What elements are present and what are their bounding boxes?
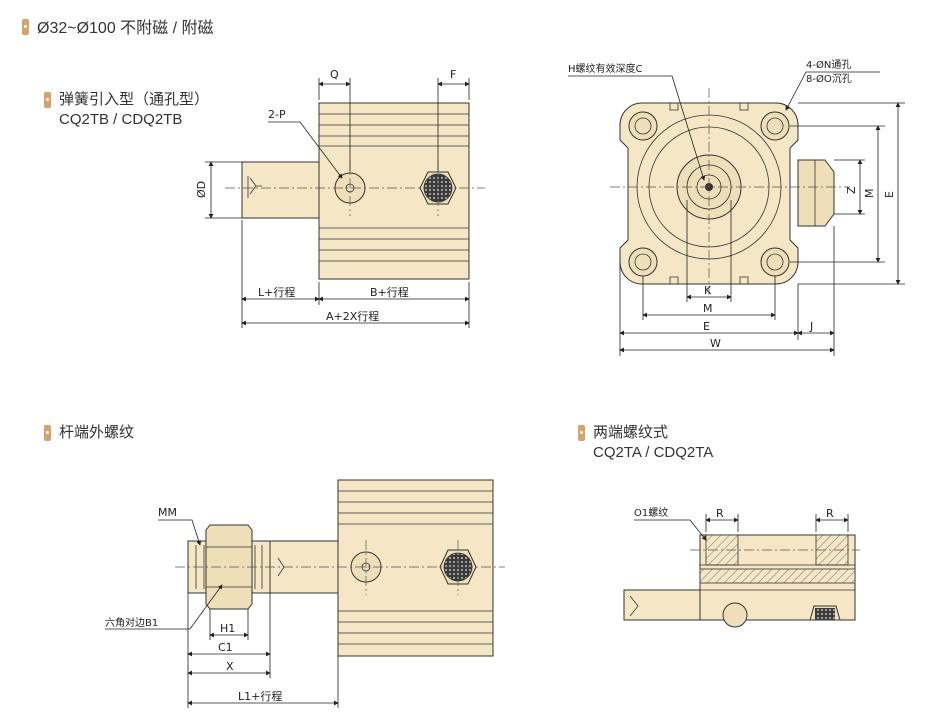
section-marker-icon: [44, 425, 51, 441]
dim-r-left: R: [716, 507, 724, 520]
section-both-thread-subtitle: CQ2TA / CDQ2TA: [593, 444, 714, 461]
dim-e-vertical: E: [883, 191, 896, 198]
section-marker-icon: [22, 19, 29, 35]
side-view-rod-thread: MM 六角对边B1 H1 C1 X L1+行程: [105, 479, 505, 708]
section-marker-icon: [44, 92, 51, 108]
dim-f: F: [450, 68, 456, 81]
piston-rod: [241, 161, 320, 219]
dim-e-horizontal: E: [703, 320, 710, 333]
dim-a-stroke: A+2X行程: [326, 310, 379, 323]
dim-r-right: R: [826, 507, 834, 520]
dim-w: W: [710, 337, 721, 350]
front-view: H螺纹有效深度C 4-ØN通孔 8-ØO沉孔 Z M E K M E J: [568, 59, 905, 356]
dim-c1: C1: [218, 641, 233, 654]
side-view-spring: Q F 2-P ØD L+行程 B+行程 A+2X行程: [195, 68, 485, 328]
section-both-thread-heading: 两端螺纹式 CQ2TA / CDQ2TA: [578, 423, 713, 463]
section-marker-icon: [578, 425, 585, 441]
dim-h1: H1: [220, 622, 235, 635]
dim-2p: 2-P: [268, 108, 286, 121]
dim-l-stroke: L+行程: [258, 286, 295, 299]
dim-x: X: [226, 660, 234, 673]
dim-o1-thread: O1螺纹: [634, 506, 668, 519]
section-rod-thread-title: 杆端外螺纹: [59, 424, 135, 441]
dim-l1-stroke: L1+行程: [238, 690, 282, 703]
dim-n-holes: 4-ØN通孔: [806, 59, 851, 71]
dim-o-holes: 8-ØO沉孔: [806, 72, 852, 85]
page-title: Ø32~Ø100 不附磁 / 附磁: [22, 14, 214, 38]
dim-b-stroke: B+行程: [370, 286, 409, 299]
dim-m-vertical: M: [863, 189, 876, 199]
dim-od: ØD: [195, 181, 208, 198]
corner-holes: [628, 111, 790, 277]
dim-h-thread: H螺纹有效深度C: [568, 62, 643, 75]
dim-z: Z: [845, 186, 858, 194]
dim-q: Q: [330, 68, 339, 81]
dim-k: K: [704, 284, 712, 297]
dim-m-horizontal: M: [703, 302, 713, 315]
section-rod-thread-heading: 杆端外螺纹: [44, 423, 134, 443]
section-spring-title: 弹簧引入型（通孔型）: [59, 91, 210, 108]
dim-j: J: [809, 320, 813, 333]
front-port-boss: [797, 159, 835, 227]
dim-hex-b1: 六角对边B1: [105, 616, 158, 629]
page-title-text: Ø32~Ø100 不附磁 / 附磁: [37, 20, 214, 37]
section-both-thread-title: 两端螺纹式: [593, 424, 669, 441]
section-spring-heading: 弹簧引入型（通孔型） CQ2TB / CDQ2TB: [44, 90, 209, 130]
piston-rod-3: [623, 589, 701, 621]
section-spring-subtitle: CQ2TB / CDQ2TB: [59, 111, 183, 128]
side-view-both-thread: O1螺纹 R R: [623, 506, 860, 628]
dim-mm: MM: [158, 506, 177, 519]
